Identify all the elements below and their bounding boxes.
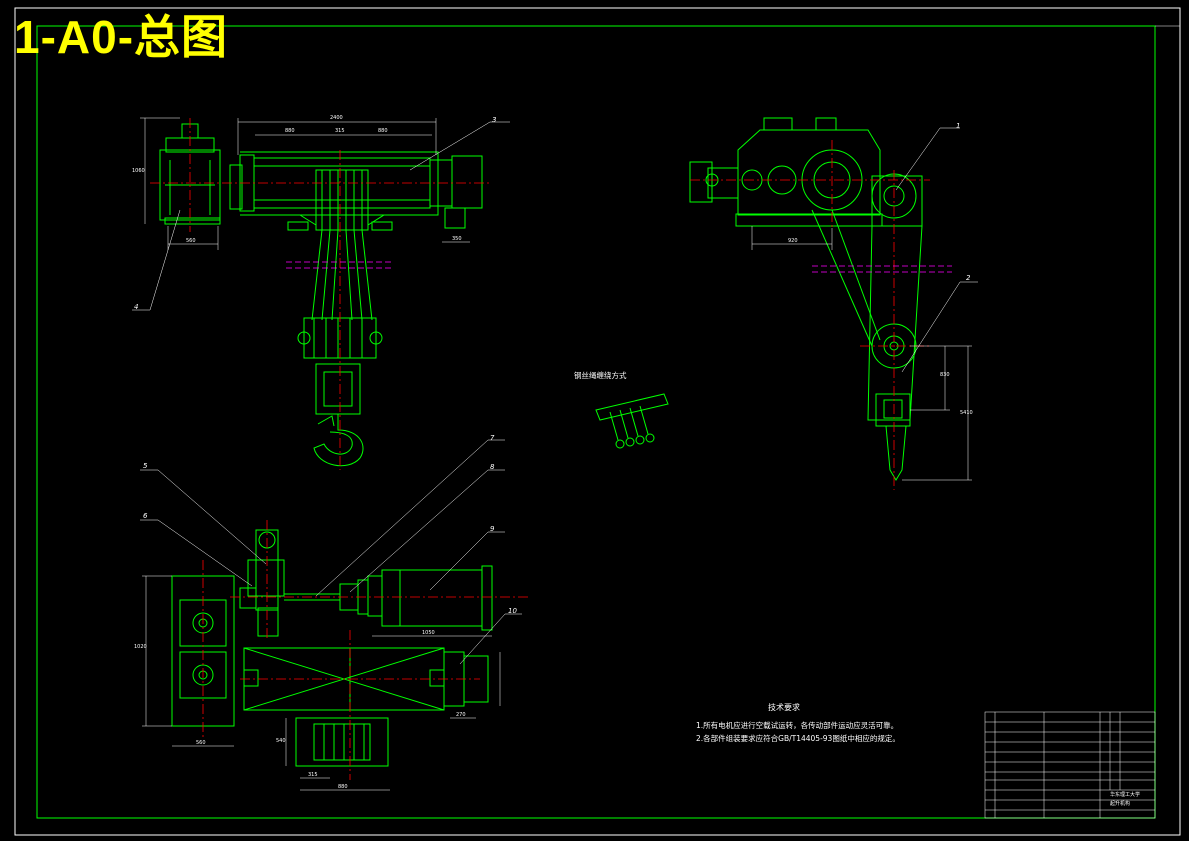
technical-requirement-2: 2.各部件组装要求应符合GB/T14405-93图纸中相应的规定。 (696, 734, 900, 743)
dim-bottom-drum-x: 315 (308, 772, 318, 778)
dim-top-left-height: 1060 (132, 168, 145, 174)
rope-winding-detail (595, 393, 669, 449)
bottom-dims (142, 575, 501, 791)
top-left-view (159, 123, 483, 467)
dim-top-overall: 2400 (330, 115, 343, 121)
title-block (984, 711, 1156, 819)
title-block-school: 华东理工大学 (1110, 792, 1141, 798)
balloon-2: 2 (966, 274, 971, 282)
balloon-7: 7 (490, 434, 495, 442)
dim-bottom-drum-width: 880 (338, 784, 348, 790)
balloon-4: 4 (134, 303, 139, 311)
dim-bottom-motor: 1050 (422, 630, 435, 636)
top-right-view (689, 117, 923, 481)
dim-right-v1: 830 (940, 372, 950, 378)
dim-top-motor: 350 (452, 236, 462, 242)
balloon-1: 1 (956, 122, 961, 130)
rope-winding-label: 钢丝绳缠绕方式 (574, 371, 627, 380)
balloon-10: 10 (508, 607, 517, 615)
top-left-centerlines (150, 118, 490, 470)
leaders (132, 121, 978, 665)
dim-right-v2: 5410 (960, 410, 973, 416)
balloon-8: 8 (490, 463, 495, 471)
bottom-plan-view (171, 529, 493, 767)
dim-top-right: 880 (378, 128, 388, 134)
top-right-centerlines (690, 140, 930, 490)
bottom-centerlines (202, 520, 530, 780)
inner-frame (36, 25, 1156, 819)
dim-right-width: 920 (788, 238, 798, 244)
outer-frame (14, 7, 1181, 836)
dim-bottom-left-width: 560 (196, 740, 206, 746)
drawing-title: 1-A0-总图 (14, 11, 229, 63)
dim-top-left-width: 560 (186, 238, 196, 244)
technical-requirement-1: 1.所有电机应进行空载试运转，各传动部件运动应灵活可靠。 (696, 721, 899, 730)
dim-bottom-left-height: 1020 (134, 644, 147, 650)
title-block-drawing-name: 起升机构 (1110, 801, 1131, 807)
balloon-5: 5 (143, 462, 148, 470)
balloon-3: 3 (492, 116, 497, 124)
top-right-dims (751, 226, 972, 481)
dim-bottom-brake: 270 (456, 712, 466, 718)
top-left-dims (140, 117, 470, 250)
dim-top-mid: 315 (335, 128, 345, 134)
balloon-6: 6 (143, 512, 148, 520)
technical-requirements-title: 技术要求 (768, 703, 800, 712)
top-right-hidden (812, 265, 952, 273)
balloon-9: 9 (490, 525, 495, 533)
dim-bottom-drum-height: 540 (276, 738, 286, 744)
top-left-hidden (286, 261, 392, 269)
dim-top-left: 880 (285, 128, 295, 134)
